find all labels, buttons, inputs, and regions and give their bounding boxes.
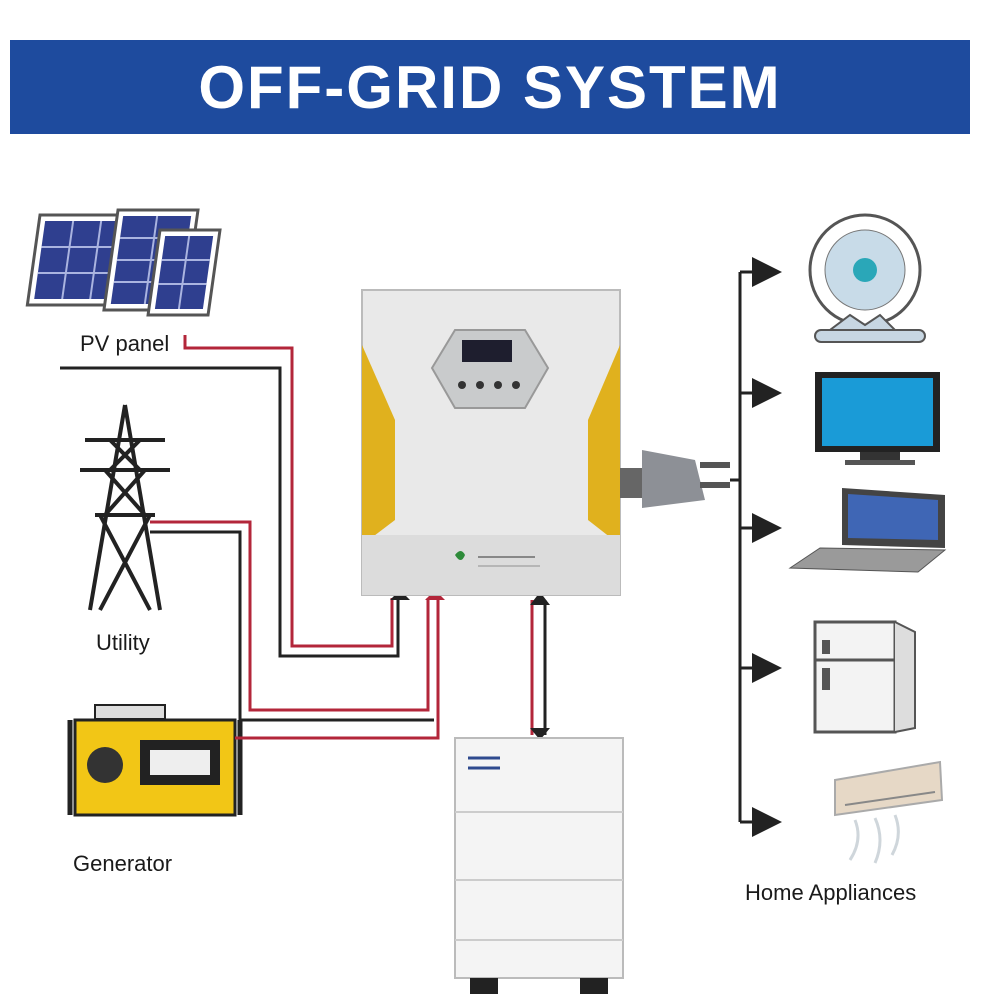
inverter-icon	[361, 289, 621, 596]
fan-icon	[808, 213, 926, 343]
page-title: OFF-GRID SYSTEM	[198, 53, 782, 121]
solar-panel-icon	[25, 208, 222, 317]
pv-panel-label: PV panel	[80, 331, 170, 356]
home-appliances-label: Home Appliances	[745, 880, 917, 905]
title-banner: OFF-GRID SYSTEM	[10, 40, 970, 134]
utility-wire-2	[150, 530, 434, 722]
transmission-tower-icon	[80, 404, 170, 611]
generator-icon	[67, 704, 243, 817]
pv-positive-wire	[183, 335, 394, 648]
utility-label: Utility	[96, 630, 150, 655]
plug-icon	[620, 450, 730, 508]
air-conditioner-icon	[834, 760, 944, 864]
generator-wire	[235, 598, 440, 740]
battery-icon	[454, 737, 624, 994]
generator-label: Generator	[73, 851, 173, 876]
laptop-icon	[788, 488, 947, 573]
pv-negative-wire	[60, 366, 400, 658]
fridge-icon	[813, 620, 916, 734]
tv-icon	[815, 372, 940, 465]
utility-wire	[150, 520, 430, 712]
